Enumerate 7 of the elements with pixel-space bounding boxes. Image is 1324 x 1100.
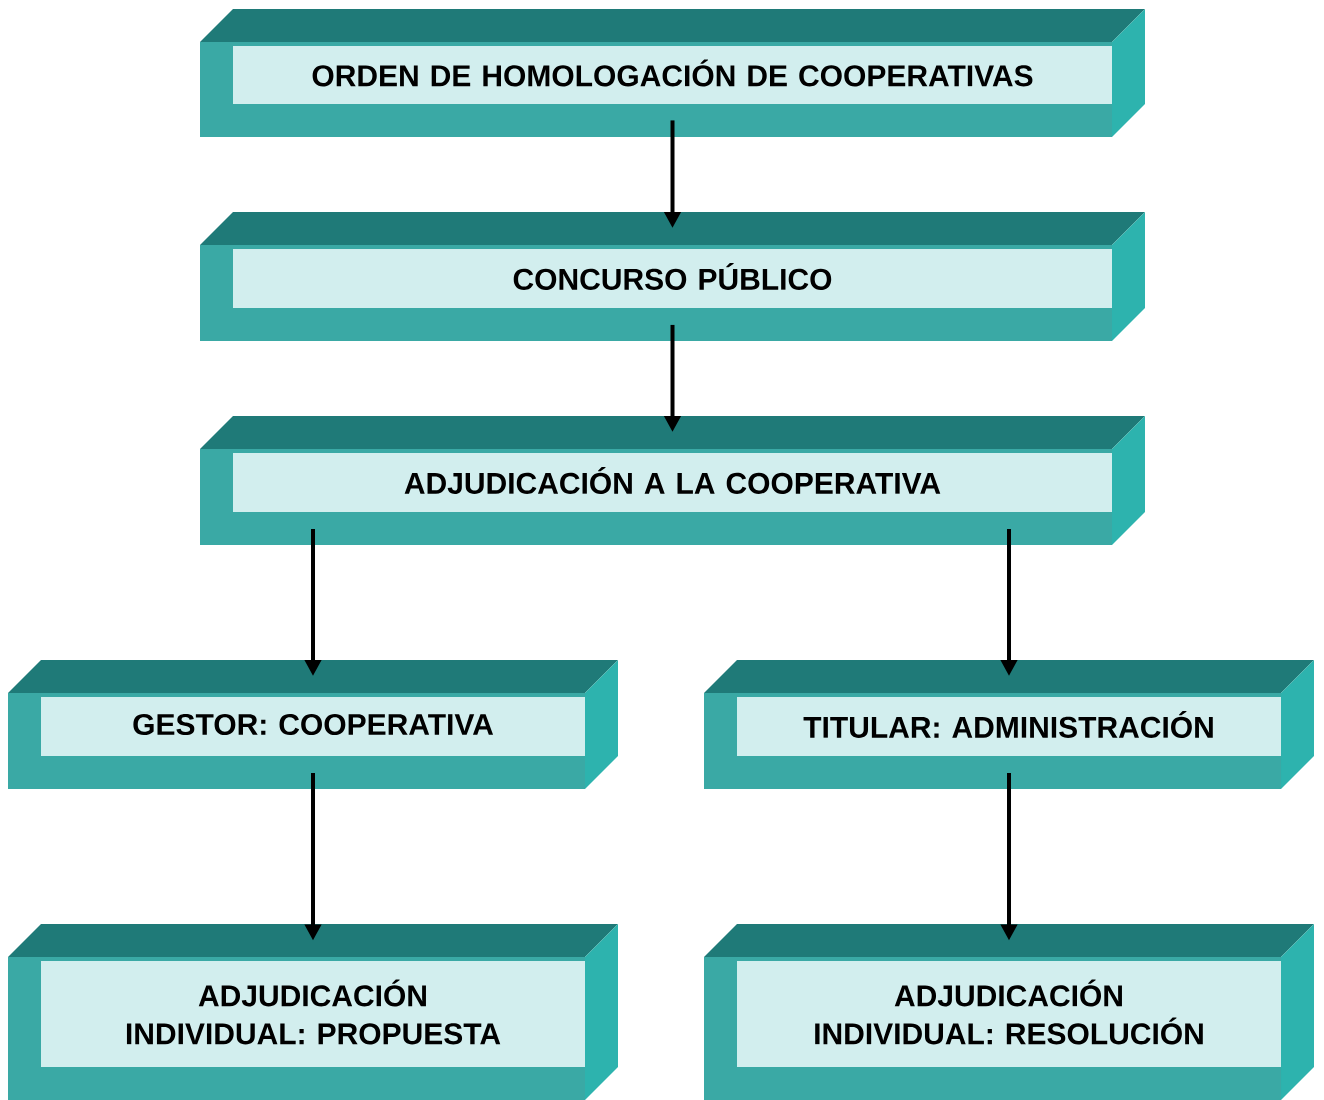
slab-box: ORDEN DE HOMOLOGACIÓN DE COOPERATIVAS: [200, 9, 1145, 137]
slab-box: ADJUDICACIÓN INDIVIDUAL: RESOLUCIÓN: [704, 924, 1314, 1100]
slab-box: CONCURSO PÚBLICO: [200, 212, 1145, 341]
slab-box: ADJUDICACIÓN INDIVIDUAL: PROPUESTA: [8, 924, 618, 1100]
slab-box: GESTOR: COOPERATIVA: [8, 660, 618, 789]
slab-box: ADJUDICACIÓN A LA COOPERATIVA: [200, 416, 1145, 545]
slab-box: TITULAR: ADMINISTRACIÓN: [704, 660, 1314, 789]
